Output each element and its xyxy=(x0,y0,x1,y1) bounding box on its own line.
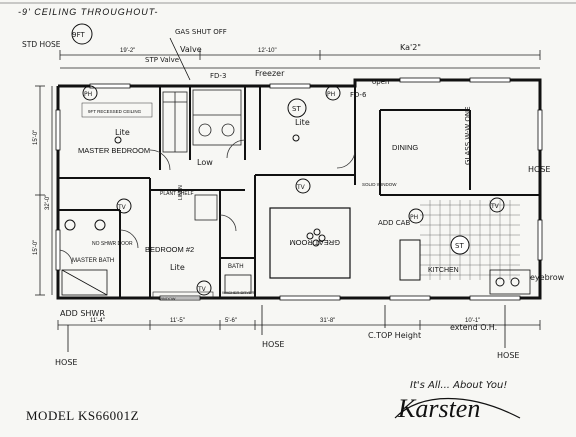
svg-text:TV: TV xyxy=(117,204,127,211)
hose-note-right: HOSE xyxy=(528,165,550,174)
karsten-logo: Karsten xyxy=(394,394,521,423)
bottom-dimension-line xyxy=(57,320,541,330)
fan-icon xyxy=(306,228,326,247)
master-lite: Lite xyxy=(115,128,130,137)
dim-bottom-2: 11'-5" xyxy=(170,318,185,324)
svg-text:PH: PH xyxy=(84,91,92,98)
hose-note-bottom-mid: HOSE xyxy=(262,340,284,349)
svg-text:TV: TV xyxy=(296,184,306,191)
great-room-light-icon xyxy=(292,134,300,142)
dim-bottom-4: 31'-8" xyxy=(320,318,335,324)
linen-label: LINEN xyxy=(178,185,184,200)
fd6-label: FD-6 xyxy=(350,91,367,99)
extend-oh-note: extend O.H. xyxy=(450,323,497,332)
kitchen-st-circle xyxy=(450,235,470,255)
washer-dryer-label: WASHER DRYER xyxy=(222,290,255,295)
interior-walls xyxy=(58,86,540,298)
great-room-lite: Lite xyxy=(295,118,310,127)
room-bedroom-2: BEDROOM #2 xyxy=(145,245,194,254)
bath-tub-icon xyxy=(224,274,252,294)
model-label: MODEL KS66001Z xyxy=(26,408,139,423)
room-dining: DINING xyxy=(392,143,418,152)
ctop-height-note: C.TOP Height xyxy=(368,331,421,340)
plant-shelf-label: PLANT SHELF xyxy=(160,191,194,197)
nine-ft-note: 9FT xyxy=(72,31,85,39)
hose-note-bottom-right: HOSE xyxy=(497,351,519,360)
great-room-rug xyxy=(269,207,351,279)
stove-burner-icon-2 xyxy=(510,277,520,287)
great-room-st-circle xyxy=(287,98,307,118)
stp-valve-note: STP Valve xyxy=(145,56,179,64)
dim-top-right: Ka'2" xyxy=(400,43,421,52)
ceiling-note: -9' CEILING THROUGHOUT- xyxy=(18,7,158,17)
kitchen-st: ST xyxy=(455,242,464,250)
no-shower-door-note: NO SHWR DOOR xyxy=(92,241,133,247)
ceiling-light-icon xyxy=(114,136,122,144)
tv-marker-3: TV xyxy=(295,178,311,194)
glass-door-note: GLASS W-W ONE xyxy=(464,106,472,165)
nine-ft-circle xyxy=(71,23,93,45)
dim-bottom-1: 11'-4" xyxy=(90,318,105,324)
svg-text:PH: PH xyxy=(410,214,418,221)
top-dimension-line xyxy=(59,50,541,69)
dim-left-mid: 32'-0" xyxy=(45,195,51,210)
left-dimension-line xyxy=(35,85,53,296)
kitchen-counter xyxy=(489,269,531,295)
utility-closets xyxy=(192,89,242,221)
ph-marker-2: PH xyxy=(325,85,341,101)
gas-arrow xyxy=(169,37,191,81)
kitchen-island xyxy=(399,239,421,281)
sink-icon-2 xyxy=(94,219,106,231)
brand-tagline: It's All... About You! xyxy=(410,380,507,391)
solid-window-label: SOLID WINDOW xyxy=(362,182,397,187)
stove-burner-icon xyxy=(495,277,505,287)
svg-text:Karsten: Karsten xyxy=(397,394,480,423)
open-label: open xyxy=(372,78,389,86)
room-master-bath: MASTER BATH xyxy=(72,258,114,264)
dim-left-lower: 15'-0" xyxy=(33,240,39,255)
add-shwr-note: ADD SHWR xyxy=(60,309,105,318)
gas-shutoff-note: GAS SHUT OFF xyxy=(175,28,227,36)
add-cab-note: ADD CAB xyxy=(378,219,410,227)
freezer-note: Freezer xyxy=(255,69,285,78)
std-hose-note: STD HOSE xyxy=(22,40,61,49)
dim-left-upper: 15'-0" xyxy=(33,130,39,145)
svg-text:PH: PH xyxy=(327,91,335,98)
sink-icon xyxy=(64,219,76,231)
master-ceiling-note: 9FT RECESSED CEILING xyxy=(88,109,142,114)
room-bath: BATH xyxy=(228,264,244,270)
room-master-bedroom: MASTER BEDROOM xyxy=(78,146,150,155)
dim-top-mid: 12'-10" xyxy=(258,48,277,54)
ph-marker-3: PH xyxy=(408,208,424,224)
master-ceiling-box xyxy=(81,102,153,118)
tv-marker-4: TV xyxy=(489,197,505,213)
svg-text:TV: TV xyxy=(490,203,500,210)
valve-note: Valve xyxy=(180,45,202,54)
fd3-label: FD-3 xyxy=(210,72,226,80)
dim-bottom-3: 5'-6" xyxy=(225,318,237,324)
low-label: Low xyxy=(197,158,213,167)
svg-text:TV: TV xyxy=(197,286,207,293)
bedroom2-window xyxy=(152,291,214,299)
tv-marker-1: TV xyxy=(116,198,132,214)
room-kitchen: KITCHEN xyxy=(428,267,459,274)
tv-marker-2: TV xyxy=(196,280,212,296)
great-room-st: ST xyxy=(292,105,301,113)
hose-note-bottom-left: HOSE xyxy=(55,358,77,367)
master-tub xyxy=(61,269,108,296)
dim-top-left: 19'-2" xyxy=(120,48,135,54)
room-great-room: GREAT ROOM xyxy=(289,238,340,247)
window-label: WINDOW xyxy=(158,296,176,301)
bedroom2-lite: Lite xyxy=(170,263,185,272)
dim-bottom-5: 10'-1" xyxy=(465,318,480,324)
ph-marker-1: PH xyxy=(82,85,98,101)
master-closet xyxy=(162,91,188,153)
eyebrow-note: eyebrow xyxy=(530,273,565,282)
